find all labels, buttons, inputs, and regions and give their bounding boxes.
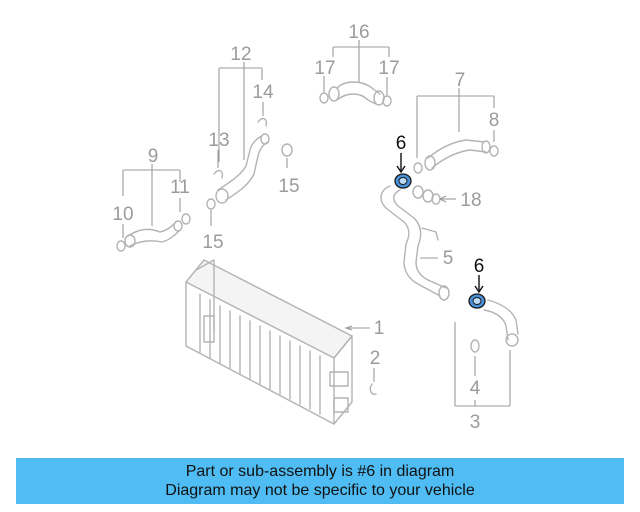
part-1-intercooler (184, 259, 354, 425)
label-6-lower: 6 (474, 256, 485, 277)
label-3: 3 (470, 412, 481, 433)
part-3-hose (483, 299, 519, 347)
part-15-clamp-right (281, 143, 293, 157)
label-18: 18 (460, 190, 481, 211)
part-7-left-clamp (413, 162, 423, 174)
part-9-hose (124, 220, 183, 248)
part-6-clamp-upper (394, 173, 412, 189)
part-16-pipe (328, 81, 385, 106)
part-17-clamp-left (319, 92, 329, 104)
part-13-clamp (213, 169, 224, 179)
part-18-coupling (412, 185, 441, 205)
part-4-clamp (470, 339, 480, 353)
label-16: 16 (348, 22, 369, 43)
part-10-clamp (116, 240, 126, 252)
exploded-parts-diagram: 16 17 17 12 14 13 15 15 9 11 10 7 8 18 5… (112, 22, 519, 433)
label-10: 10 (112, 204, 133, 225)
banner-line-disclaimer: Diagram may not be specific to your vehi… (165, 482, 475, 499)
label-17-right: 17 (378, 58, 399, 79)
label-4: 4 (470, 378, 481, 399)
label-5: 5 (443, 248, 454, 269)
label-11: 11 (170, 177, 190, 198)
label-7: 7 (455, 70, 466, 91)
label-6-upper: 6 (396, 133, 407, 154)
part-12-hose (215, 133, 270, 204)
part-15-clamp-left (206, 198, 216, 210)
banner-line-part-number: Part or sub-assembly is #6 in diagram (185, 463, 455, 480)
label-12: 12 (230, 44, 251, 65)
part-8-clamp (489, 145, 499, 157)
info-banner: Part or sub-assembly is #6 in diagram Di… (16, 458, 624, 504)
label-1: 1 (374, 318, 385, 339)
label-13: 13 (208, 130, 229, 151)
part-11-clamp (181, 213, 191, 225)
label-8: 8 (489, 110, 500, 131)
part-5-hose (380, 185, 450, 301)
label-9: 9 (148, 146, 159, 167)
label-17-left: 17 (314, 58, 335, 79)
part-2-clamp (369, 383, 377, 396)
part-14-clamp (257, 117, 268, 127)
part-7-hose (424, 139, 491, 171)
part-17-clamp-right (382, 95, 392, 107)
label-15-left: 15 (202, 232, 223, 253)
label-15-right: 15 (278, 176, 299, 197)
label-2: 2 (370, 348, 381, 369)
label-14: 14 (252, 82, 274, 103)
part-6-clamp-lower (468, 293, 486, 309)
